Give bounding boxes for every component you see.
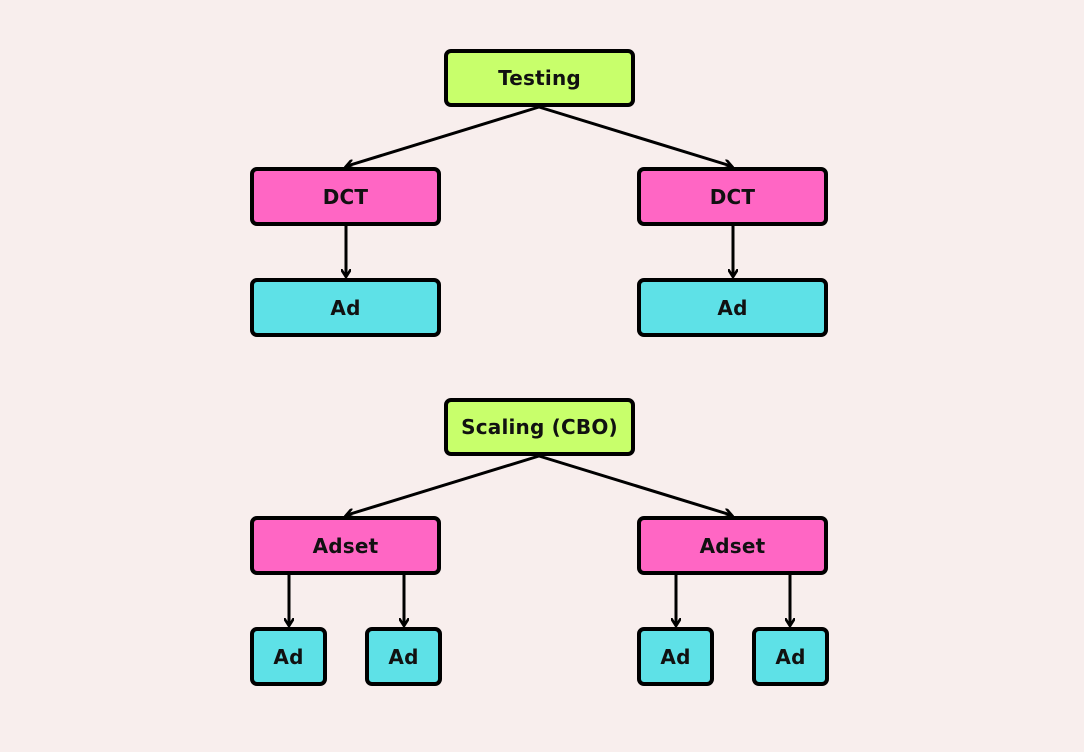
- testing-root-node: Testing: [444, 49, 635, 107]
- scaling-ad-node-4: Ad: [752, 627, 829, 686]
- arrow-scaling-to-adset-left: [347, 454, 540, 515]
- testing-ad-left-node: Ad: [250, 278, 441, 337]
- scaling-ad-node-3: Ad: [637, 627, 714, 686]
- testing-dct-left-node: DCT: [250, 167, 441, 226]
- arrow-testing-to-dct-left: [347, 105, 540, 166]
- scaling-adset-right-node: Adset: [637, 516, 828, 575]
- scaling-root-node: Scaling (CBO): [444, 398, 635, 456]
- arrow-scaling-to-adset-right: [538, 454, 731, 515]
- scaling-adset-left-node: Adset: [250, 516, 441, 575]
- testing-ad-right-node: Ad: [637, 278, 828, 337]
- scaling-ad-node-2: Ad: [365, 627, 442, 686]
- arrow-testing-to-dct-right: [538, 105, 731, 166]
- scaling-ad-node-1: Ad: [250, 627, 327, 686]
- testing-dct-right-node: DCT: [637, 167, 828, 226]
